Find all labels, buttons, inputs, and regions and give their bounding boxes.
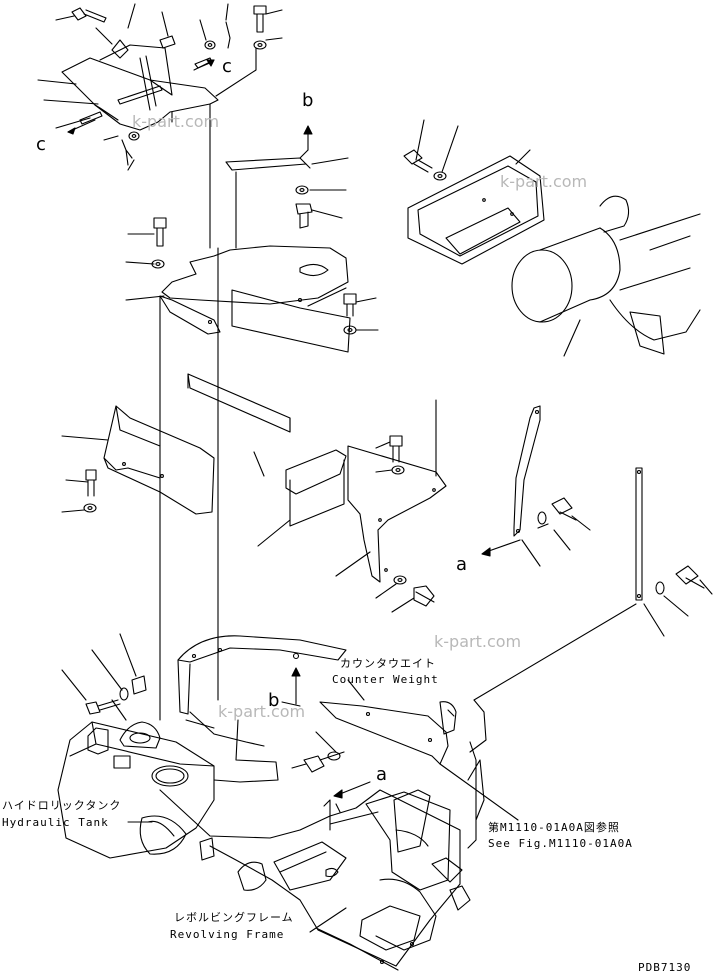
hydraulic-tank xyxy=(57,633,215,859)
middle-cover-plates xyxy=(61,373,447,613)
hydraulic-tank-label-en: Hydraulic Tank xyxy=(2,816,109,829)
counterweight-area xyxy=(281,667,519,821)
right-strap-brackets xyxy=(473,405,713,701)
hood-frame xyxy=(177,635,347,783)
upper-plate-assembly xyxy=(125,125,379,721)
watermark: k-part.com xyxy=(500,172,588,191)
callout-b-top: b xyxy=(302,90,314,111)
hydraulic-tank-label-jp: ハイドロリックタンク xyxy=(2,799,122,812)
callout-b-bottom: b xyxy=(268,690,280,711)
callout-c-left: c xyxy=(36,134,46,155)
air-cleaner-body xyxy=(511,195,701,357)
watermark: k-part.com xyxy=(434,632,522,651)
revolving-frame xyxy=(159,741,485,971)
counterweight-label-jp: カウンタウエイト xyxy=(340,657,436,670)
label-leaders xyxy=(127,821,347,933)
counterweight-label-en: Counter Weight xyxy=(332,673,439,686)
air-cleaner-bracket xyxy=(403,119,545,265)
callout-c-right: c xyxy=(222,56,232,77)
reference-label-en: See Fig.M1110-01A0A xyxy=(488,837,633,850)
watermark: k-part.com xyxy=(132,112,220,131)
watermark: k-part.com xyxy=(218,702,306,721)
revolving-frame-label-jp: レボルビングフレーム xyxy=(174,911,294,924)
drawing-code: PDB7130 xyxy=(638,961,692,974)
reference-label-jp: 第M1110-01A0A図参照 xyxy=(488,821,620,834)
revolving-frame-label-en: Revolving Frame xyxy=(170,928,285,941)
callout-a-bottom: a xyxy=(376,764,388,785)
top-left-bracket-assembly xyxy=(37,3,283,249)
callout-a-right: a xyxy=(456,554,468,575)
